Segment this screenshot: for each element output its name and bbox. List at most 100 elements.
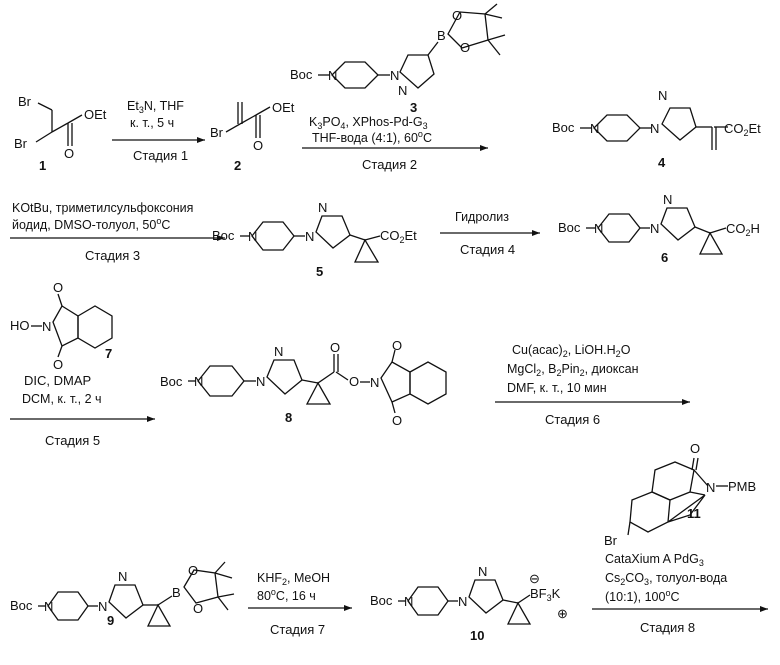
compound-number: 9 [107,613,114,628]
compound-number: 2 [234,158,241,173]
step-1-label: Стадия 1 [133,148,188,163]
atom-n: N [650,121,659,136]
atom-o: O [452,8,462,23]
step-4-label: Стадия 4 [460,242,515,257]
atom-o: O [392,338,402,353]
svg-text:Cs2CO3, толуол-вода: Cs2CO3, толуол-вода [605,571,727,587]
atom-boc: Boc [552,120,575,135]
step-4-conditions: Гидролиз [455,210,509,224]
atom-o: O [53,280,63,295]
atom-n: N [256,374,265,389]
step-3-arrow: KOtBu, триметилсульфоксония йодид, DMSO-… [10,201,225,263]
atom-n: N [118,569,127,584]
compound-number: 5 [316,264,323,279]
step-8-arrow: CataXium A PdG3 Cs2CO3, толуол-вода (10:… [592,552,768,635]
compound-number: 3 [410,100,417,115]
atom-n: N [42,319,51,334]
compound-9-structure: Boc N N N B O O 9 [10,562,234,628]
atom-o: O [330,340,340,355]
compound-number: 11 [687,506,701,521]
step-7-arrow: KHF2, MeOH 80oC, 16 ч Стадия 7 [248,571,352,637]
atom-n: N [318,200,327,215]
compound-10-structure: Boc N N N BF3K ⊖ ⊕ 10 [370,564,568,643]
step-6-label: Стадия 6 [545,412,600,427]
step-1-arrow: Et3N, THF к. т., 5 ч Стадия 1 [112,99,205,163]
atom-boc: Boc [370,593,393,608]
compound-number: 8 [285,410,292,425]
compound-2-structure: Br O OEt 2 [210,100,295,173]
charge-minus: ⊖ [529,571,540,586]
step-5-arrow: DIC, DMAP DCM, к. т., 2 ч Стадия 5 [10,373,155,448]
atom-o: O [690,441,700,456]
atom-n: N [404,594,413,609]
step-2-label: Стадия 2 [362,157,417,172]
step-5-conditions: DIC, DMAP [24,373,91,388]
atom-n: N [398,83,407,98]
atom-n: N [248,229,257,244]
compound-number: 4 [658,155,666,170]
compound-11-structure: O N PMB Br 11 [604,441,756,548]
step-2-arrow: K3PO4, XPhos-Pd-G3 THF-вода (4:1), 60oC … [302,115,488,172]
atom-br: Br [604,533,618,548]
atom-boc: Boc [558,220,581,235]
atom-n: N [650,221,659,236]
atom-n: N [663,192,672,207]
atom-boc: Boc [212,228,235,243]
svg-text:CataXium A PdG3: CataXium A PdG3 [605,552,704,568]
compound-5-structure: Boc N N N CO2Et 5 [212,200,417,279]
atom-n: N [328,68,337,83]
svg-text:80oC, 16 ч: 80oC, 16 ч [257,587,316,603]
svg-text:CO2H: CO2H [726,221,760,238]
compound-number: 10 [470,628,484,643]
atom-br: Br [14,136,28,151]
atom-o: O [392,413,402,428]
atom-n: N [594,221,603,236]
atom-n: N [98,599,107,614]
atom-oet: OEt [84,107,107,122]
atom-boc: Boc [10,598,33,613]
step-6-conditions: DMF, к. т., 10 мин [507,381,607,395]
step-8-label: Стадия 8 [640,620,695,635]
atom-o: O [64,146,74,161]
compound-8-structure: Boc N N N O O N O O 8 [160,338,446,428]
svg-text:йодид, DMSO-толуол, 50oC: йодид, DMSO-толуол, 50oC [12,216,170,232]
svg-text:(10:1), 100oC: (10:1), 100oC [605,588,680,604]
atom-o: O [193,601,203,616]
atom-n: N [370,375,379,390]
svg-text:THF-вода (4:1), 60oC: THF-вода (4:1), 60oC [312,129,432,145]
atom-n: N [590,121,599,136]
step-3-label: Стадия 3 [85,248,140,263]
atom-n: N [706,480,715,495]
atom-n: N [390,68,399,83]
step-5-label: Стадия 5 [45,433,100,448]
step-4-arrow: Гидролиз Стадия 4 [440,210,540,257]
atom-n: N [274,344,283,359]
compound-4-structure: Boc N N N CO2Et 4 [552,88,761,170]
atom-b: B [172,585,181,600]
svg-text:MgCl2, B2Pin2, диоксан: MgCl2, B2Pin2, диоксан [507,362,639,378]
compound-number: 6 [661,250,668,265]
svg-text:Cu(acac)2, LiOH.H2O: Cu(acac)2, LiOH.H2O [512,343,631,359]
compound-6-structure: Boc N N N CO2H 6 [558,192,760,265]
compound-7-structure: HO N O O 7 [10,280,112,372]
compound-3-structure: Boc N N N B O O 3 [290,4,505,115]
atom-n: N [478,564,487,579]
step-7-label: Стадия 7 [270,622,325,637]
atom-n: N [194,374,203,389]
atom-n: N [44,599,53,614]
atom-oet: OEt [272,100,295,115]
atom-o: O [188,563,198,578]
svg-text:CO2Et: CO2Et [380,228,417,245]
compound-number: 1 [39,158,46,173]
atom-b: B [437,28,446,43]
atom-o: O [460,40,470,55]
atom-br: Br [18,94,32,109]
atom-boc: Boc [160,374,183,389]
atom-n: N [658,88,667,103]
atom-pmb: PMB [728,479,756,494]
step-6-arrow: Cu(acac)2, LiOH.H2O MgCl2, B2Pin2, диокс… [495,343,690,427]
svg-text:K3PO4, XPhos-Pd-G3: K3PO4, XPhos-Pd-G3 [309,115,428,131]
compound-1-structure: Br Br O OEt 1 [14,94,107,173]
